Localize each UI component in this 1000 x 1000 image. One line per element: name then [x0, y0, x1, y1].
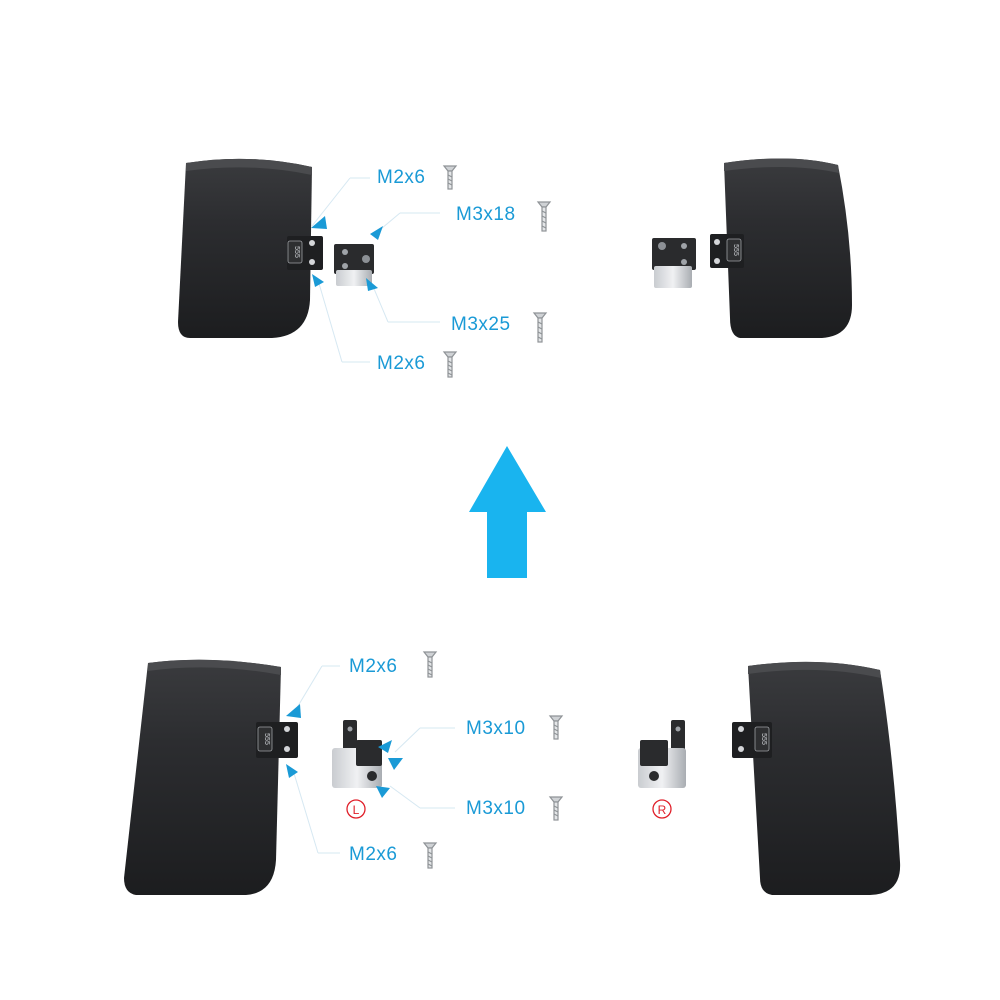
svg-text:555: 555 [293, 246, 300, 258]
screw-icon [548, 796, 564, 821]
top-left-panel [178, 158, 312, 338]
right-side-marker-text: R [658, 803, 667, 817]
screw-icon [548, 715, 564, 740]
top-screw-label-3: M3x25 [451, 314, 511, 335]
screw-icon [422, 842, 438, 869]
svg-text:555: 555 [263, 733, 270, 745]
screw-icon [442, 351, 458, 378]
bottom-screw-label-2: M3x10 [466, 718, 526, 739]
svg-text:555: 555 [760, 733, 767, 745]
left-side-marker: L [346, 799, 366, 819]
top-screw-label-2: M3x18 [456, 204, 516, 225]
top-screw-label-4: M2x6 [377, 353, 426, 374]
top-leader-lines [311, 177, 440, 363]
top-right-bracket [652, 238, 696, 288]
right-side-marker: R [652, 799, 672, 819]
top-left-bracket [334, 244, 374, 286]
bottom-left-bracket [332, 720, 382, 788]
top-left-hinge-plate: 555 [287, 236, 323, 270]
screw-icon [422, 651, 438, 678]
screw-icon [536, 201, 552, 232]
top-pointers [311, 216, 383, 291]
screw-icons [422, 165, 564, 869]
svg-text:555: 555 [732, 244, 739, 256]
screw-icon [442, 165, 458, 190]
bottom-pointers [286, 704, 403, 798]
top-right-panel [724, 158, 852, 338]
bottom-screw-label-4: M2x6 [349, 844, 398, 865]
bottom-screw-label-1: M2x6 [349, 656, 398, 677]
top-right-hinge-plate: 555 [710, 234, 744, 268]
bottom-left-panel [124, 659, 281, 895]
bottom-screw-label-3: M3x10 [466, 798, 526, 819]
bottom-right-hinge-plate: 555 [732, 722, 772, 758]
top-screw-label-1: M2x6 [377, 167, 426, 188]
bottom-left-hinge-plate: 555 [256, 722, 298, 758]
bottom-right-panel [748, 661, 901, 895]
left-side-marker-text: L [353, 803, 360, 817]
screw-icon [532, 312, 548, 343]
bottom-right-bracket [638, 720, 686, 788]
up-arrow-icon [469, 446, 546, 578]
